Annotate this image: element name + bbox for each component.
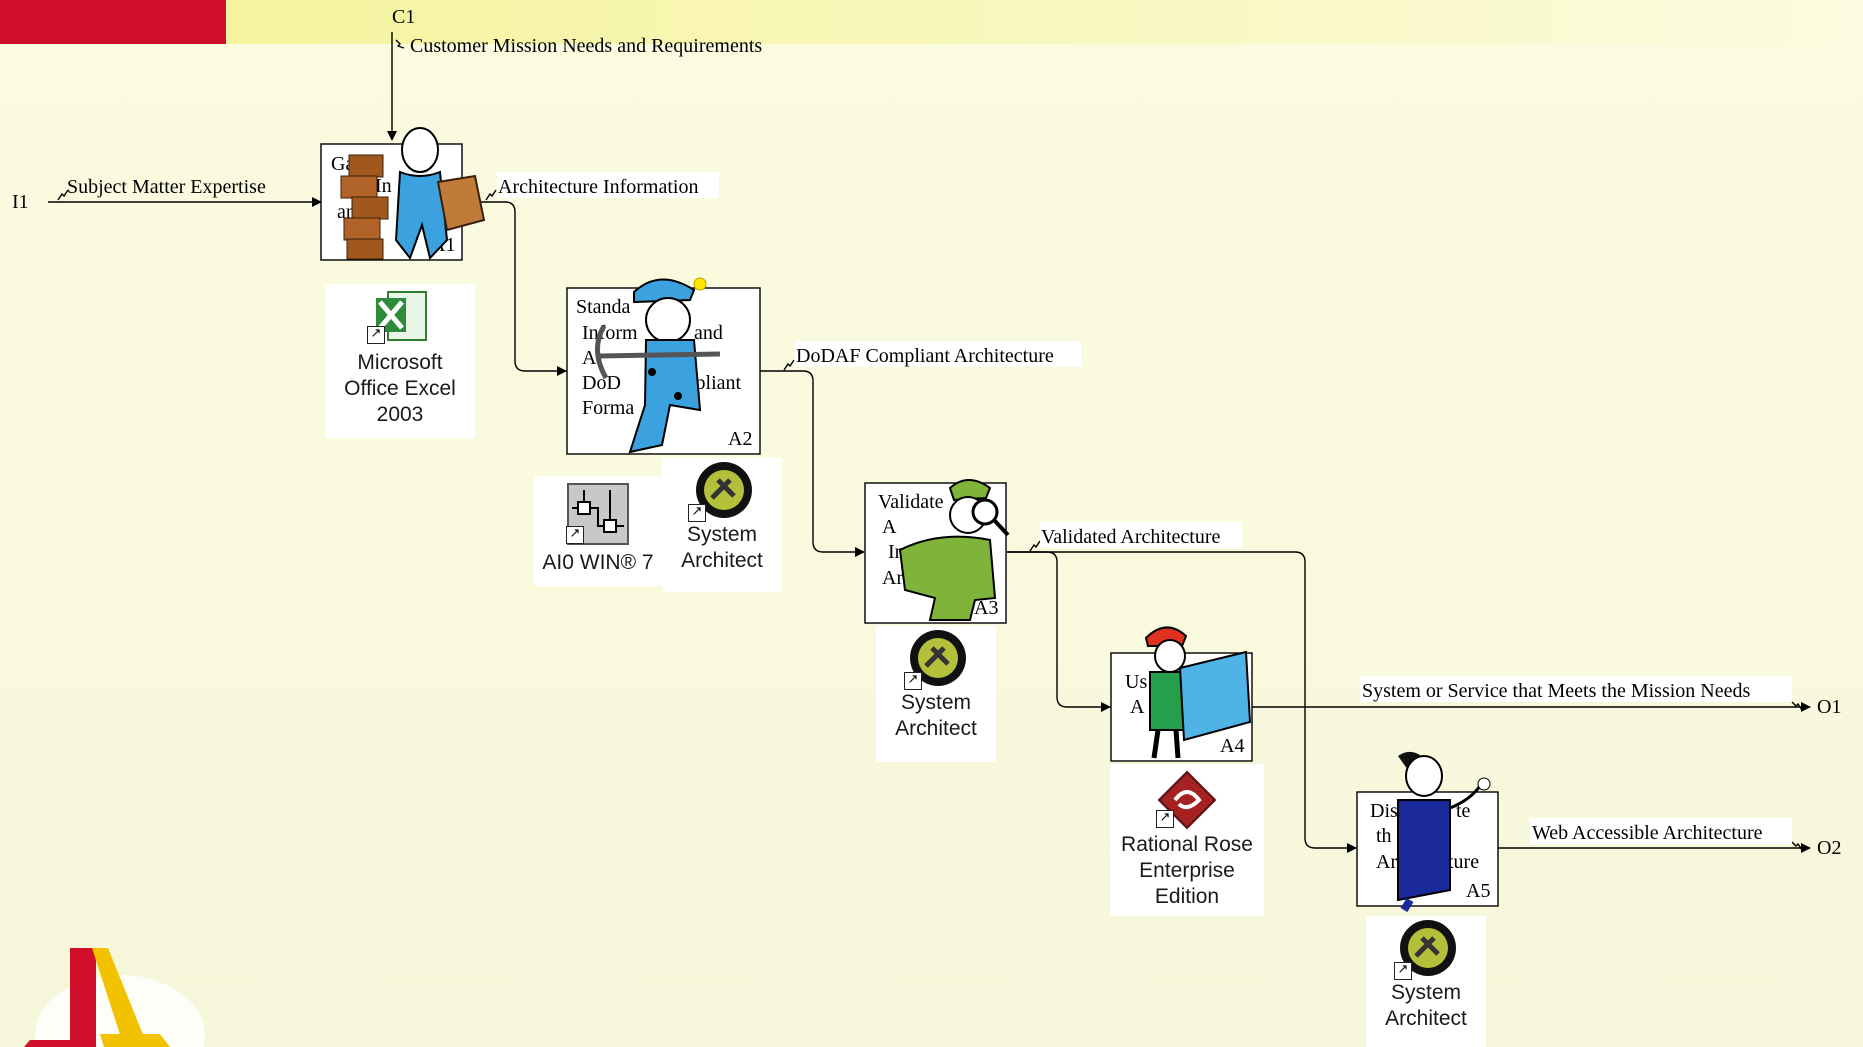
label-bg	[497, 172, 719, 198]
svg-text:Forma: Forma	[582, 397, 634, 419]
system-architect-label-line1: System	[1390, 981, 1461, 1004]
rational-rose-label-line1: Rational Rose	[1121, 833, 1253, 856]
svg-text:Inform: Inform	[582, 322, 638, 344]
presenter-figure-icon	[1397, 751, 1491, 913]
label-tilde	[485, 189, 497, 201]
activity-id-a3: A3	[974, 597, 998, 619]
activity-id-a4: A4	[1220, 735, 1244, 757]
engineer-blueprint-icon	[1144, 626, 1252, 759]
tool-aio-tile[interactable]: ↗ AI0 WIN® 7	[534, 476, 662, 586]
aio-label: AI0 WIN® 7	[542, 551, 654, 574]
detective-figure-icon	[898, 479, 1010, 621]
shortcut-arrow-icon: ↗	[367, 326, 385, 344]
arrow-a3-a5	[1007, 551, 1357, 853]
tool-excel-tile[interactable]: ↗ Microsoft Office Excel 2003	[325, 284, 475, 438]
shortcut-arrow-icon: ↗	[1156, 810, 1174, 828]
excel-label-line2: Office Excel	[344, 377, 456, 400]
excel-label-line3: 2003	[376, 403, 424, 426]
tool-system-architect-tile-a2[interactable]: ↗ System Architect	[662, 458, 782, 592]
label-tilde	[1791, 841, 1803, 851]
arrow-a3-a4	[1007, 551, 1111, 712]
label-tilde	[395, 39, 405, 49]
arrow-label-dodaf-compliant: DoDAF Compliant Architecture	[796, 345, 1054, 367]
system-architect-icon	[910, 630, 966, 686]
excel-label-line1: Microsoft	[357, 351, 443, 374]
activity-id-a2: A2	[728, 428, 752, 450]
input-code: I1	[12, 191, 29, 213]
label-tilde	[783, 359, 795, 371]
shortcut-arrow-icon: ↗	[1394, 962, 1412, 980]
arrow-label-architecture-information: Architecture Information	[498, 176, 698, 198]
shortcut-arrow-icon: ↗	[566, 526, 584, 544]
label-bg	[795, 341, 1081, 367]
output-code-o1: O1	[1817, 696, 1841, 718]
header-yellow-band	[226, 0, 1863, 44]
svg-text:Us: Us	[1125, 671, 1147, 693]
svg-text:Validate: Validate	[878, 491, 944, 513]
label-tilde	[57, 189, 69, 201]
mover-figure-icon	[340, 127, 486, 261]
label-tilde	[1791, 701, 1803, 711]
system-architect-icon	[696, 462, 752, 518]
rational-rose-label-line2: Enterprise	[1139, 859, 1235, 882]
miner-figure-icon	[595, 277, 721, 454]
system-architect-label-line1: System	[686, 523, 757, 546]
arrow-a2-a3	[760, 370, 865, 557]
excel-icon	[376, 291, 427, 341]
activity-id-a5: A5	[1466, 880, 1490, 902]
rational-rose-label-line3: Edition	[1154, 885, 1220, 908]
svg-text:A: A	[1130, 696, 1145, 718]
svg-text:Standa: Standa	[576, 296, 631, 318]
svg-text:A: A	[882, 516, 897, 538]
organization-logo	[24, 948, 205, 1047]
output-label-o1: System or Service that Meets the Mission…	[1362, 680, 1750, 702]
label-bg	[1360, 676, 1792, 702]
label-bg	[1040, 522, 1242, 548]
control-label: Customer Mission Needs and Requirements	[410, 35, 762, 57]
input-label: Subject Matter Expertise	[67, 176, 266, 198]
svg-text:ture: ture	[1448, 851, 1479, 873]
system-architect-label-line2: Architect	[1385, 1007, 1467, 1030]
label-tilde	[1029, 540, 1041, 552]
svg-text:and: and	[694, 322, 723, 344]
svg-text:Ar: Ar	[1376, 851, 1397, 873]
tool-system-architect-tile-a5[interactable]: ↗ System Architect	[1366, 916, 1486, 1047]
system-architect-icon	[1400, 920, 1456, 976]
svg-text:In: In	[375, 175, 392, 197]
svg-text:te: te	[1456, 800, 1471, 822]
arrow-label-validated-architecture: Validated Architecture	[1041, 526, 1220, 548]
label-bg	[1530, 818, 1792, 844]
svg-text:Diss: Diss	[1370, 800, 1406, 822]
header-red-band	[0, 0, 250, 44]
output-code-o2: O2	[1817, 837, 1841, 859]
svg-text:DoD: DoD	[582, 372, 621, 394]
svg-text:th: th	[1376, 825, 1392, 847]
shortcut-arrow-icon: ↗	[904, 672, 922, 690]
system-architect-label-line1: System	[900, 691, 971, 714]
arrow-a1-a2	[462, 201, 567, 376]
tool-system-architect-tile-a3[interactable]: ↗ System Architect	[876, 626, 996, 762]
output-label-o2: Web Accessible Architecture	[1532, 822, 1763, 844]
svg-text:A: A	[582, 347, 597, 369]
svg-text:Ar: Ar	[882, 567, 903, 589]
system-architect-label-line2: Architect	[895, 717, 977, 740]
tool-rational-rose-tile[interactable]: ↗ Rational Rose Enterprise Edition	[1110, 764, 1264, 916]
system-architect-label-line2: Architect	[681, 549, 763, 572]
control-code: C1	[392, 6, 415, 28]
shortcut-arrow-icon: ↗	[688, 504, 706, 522]
